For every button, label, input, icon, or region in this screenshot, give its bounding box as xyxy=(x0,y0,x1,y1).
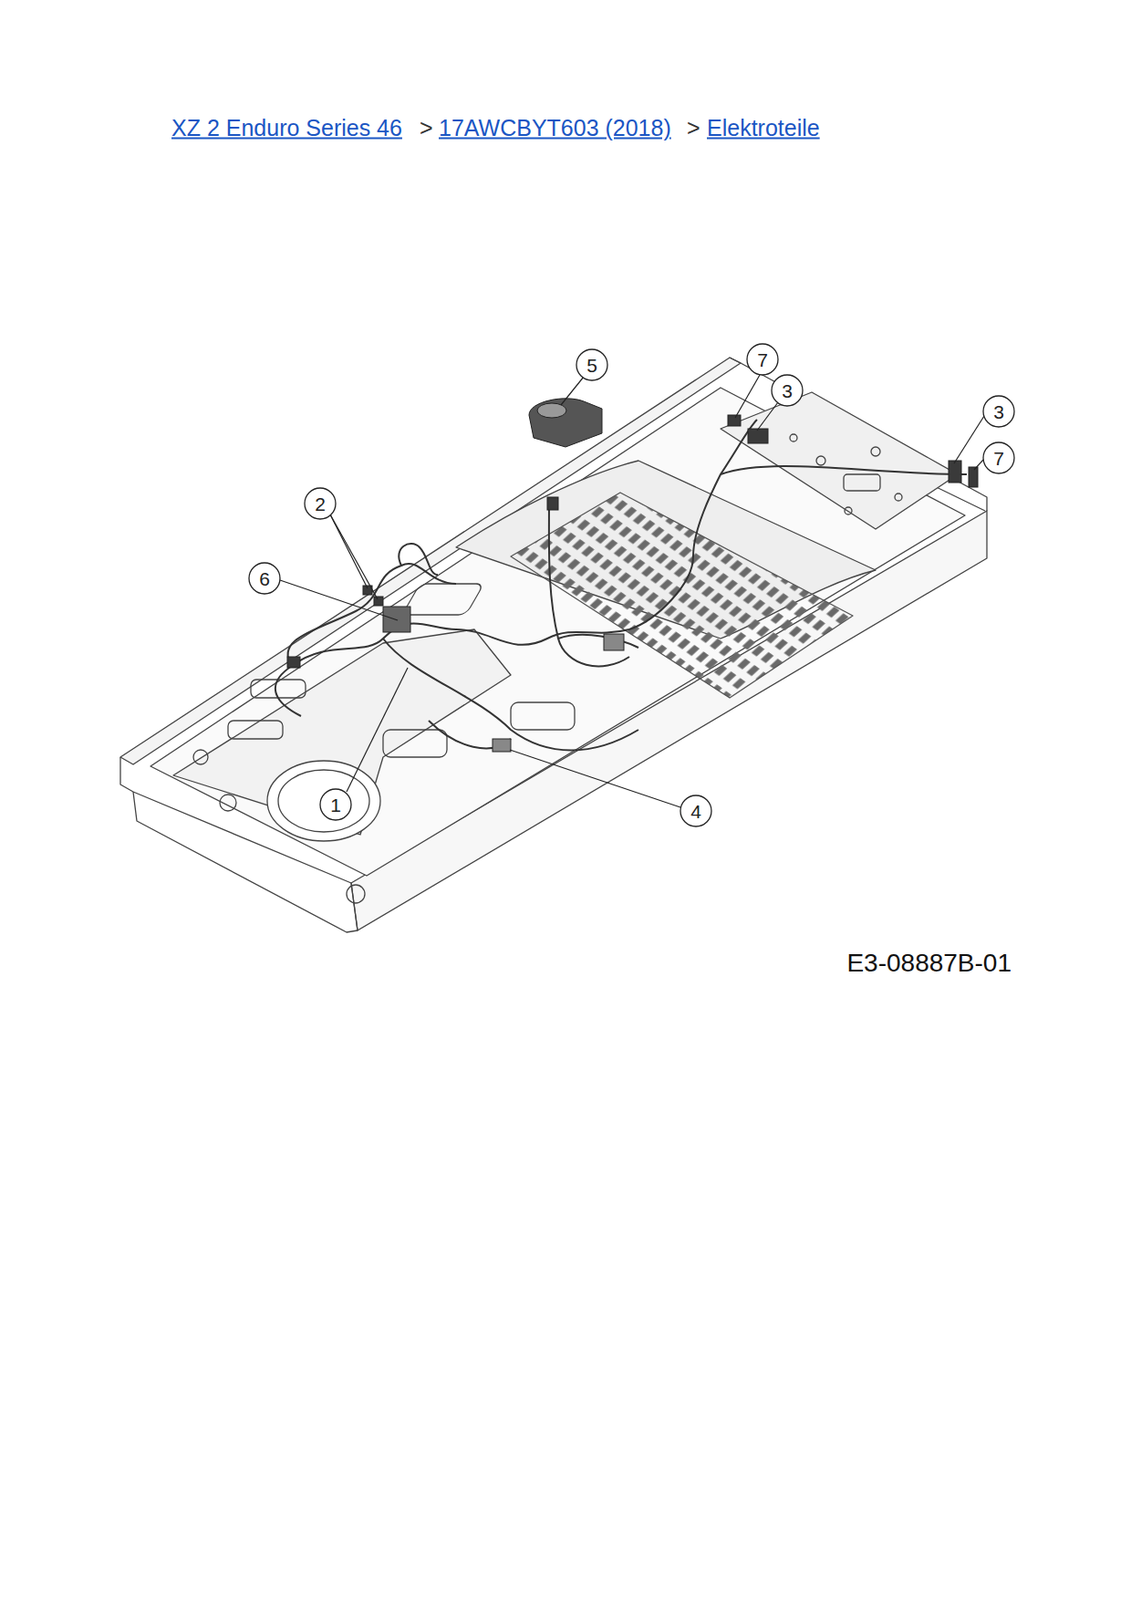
breadcrumb-link: Elektroteile xyxy=(706,116,820,140)
callout-number: 3 xyxy=(993,402,1005,422)
callout-number: 4 xyxy=(690,801,702,821)
callout-number: 7 xyxy=(757,350,768,370)
breadcrumb-separator: > xyxy=(686,116,701,140)
breadcrumb-link: 17AWCBYT603 (2018) xyxy=(438,116,672,140)
drawing-number: E3-08887B-01 xyxy=(846,950,1012,976)
breadcrumb-separator: > xyxy=(419,116,434,140)
breadcrumb-link: XZ 2 Enduro Series 46 xyxy=(171,116,403,140)
callout-number: 3 xyxy=(781,381,793,401)
callout-number: 5 xyxy=(586,355,598,375)
callout-number: 7 xyxy=(993,448,1005,468)
callout-number: 2 xyxy=(314,494,326,514)
callout-number: 6 xyxy=(259,569,270,589)
callout-number: 1 xyxy=(330,795,342,815)
